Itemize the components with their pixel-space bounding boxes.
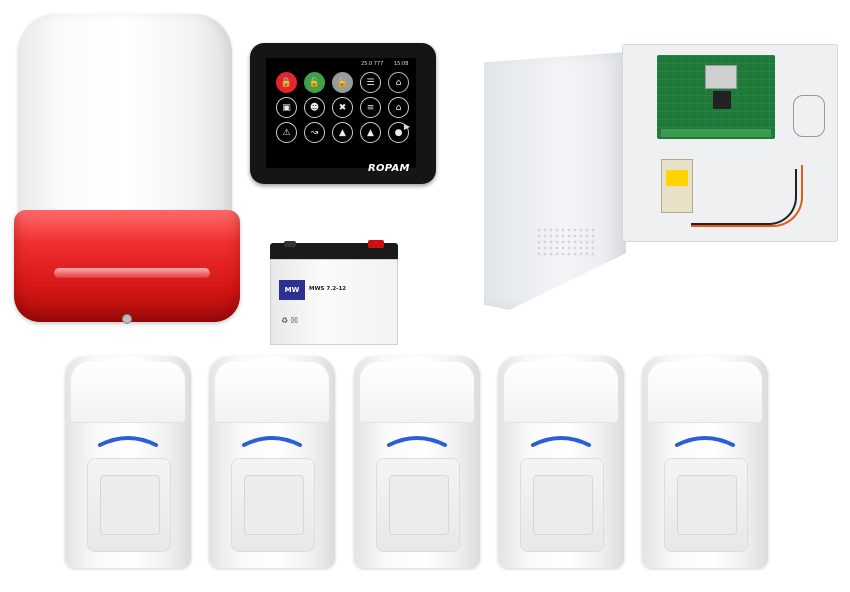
pcb-chip xyxy=(713,91,731,109)
tools-icon: ✖ xyxy=(332,97,353,118)
detector-led-arc xyxy=(242,436,302,447)
siren-red-lens xyxy=(14,210,240,322)
motion-detector-3 xyxy=(354,356,480,568)
warning-icon: ⚠ xyxy=(276,122,297,143)
detector-cover xyxy=(504,362,618,423)
gsm-module xyxy=(705,65,737,89)
door-icon: ▣ xyxy=(276,97,297,118)
detector-lens xyxy=(231,458,315,552)
detector-lens xyxy=(87,458,171,552)
touch-keypad: 25.0 777 15:08 🔒 🔓 🔓 ☰ ⌂ ▣ ☻ ✖ ≡ ⌂ ⚠ ↝ ▲… xyxy=(250,43,436,184)
detector-cover xyxy=(648,362,762,423)
tamper-spring xyxy=(793,95,825,137)
detector-lens xyxy=(376,458,460,552)
detector-cover xyxy=(215,362,329,423)
enclosure-door xyxy=(484,52,626,310)
battery-model: MWS 7.2-12 xyxy=(309,286,347,292)
battery-terminal-negative xyxy=(284,241,296,247)
detector-led-arc xyxy=(387,436,447,447)
battery-brand-logo: MW xyxy=(279,280,305,300)
control-panel-enclosure xyxy=(484,42,840,312)
thermostat-icon: ▲ xyxy=(360,122,381,143)
motion-detector-4 xyxy=(498,356,624,568)
battery-body: MW MWS 7.2-12 ♻ ☒ xyxy=(270,259,398,345)
battery-terminal-positive xyxy=(368,240,384,248)
keypad-time: 15:08 xyxy=(394,61,409,67)
alarm-lock-gray-icon: 🔓 xyxy=(332,72,353,93)
keypad-icon-grid: 🔒 🔓 🔓 ☰ ⌂ ▣ ☻ ✖ ≡ ⌂ ⚠ ↝ ▲ ▲ ● xyxy=(274,70,414,145)
home-icon: ⌂ xyxy=(388,72,409,93)
detector-lens xyxy=(520,458,604,552)
battery: MW MWS 7.2-12 ♻ ☒ xyxy=(270,240,398,345)
alarm-lock-green-icon: 🔓 xyxy=(304,72,325,93)
keypad-screen: 25.0 777 15:08 🔒 🔓 🔓 ☰ ⌂ ▣ ☻ ✖ ≡ ⌂ ⚠ ↝ ▲… xyxy=(266,58,416,168)
detector-led-arc xyxy=(675,436,735,447)
recycle-icon: ♻ ☒ xyxy=(281,316,298,325)
battery-wire-red xyxy=(691,165,803,227)
thermometer-icon: ▲ xyxy=(332,122,353,143)
terminal-block xyxy=(661,129,771,137)
battery-top xyxy=(270,240,398,259)
siren-lens-highlight xyxy=(54,268,210,278)
motion-detector-2 xyxy=(209,356,335,568)
motion-detector-5 xyxy=(642,356,768,568)
chevron-right-icon: ▶ xyxy=(403,122,410,131)
chart-icon: ↝ xyxy=(304,122,325,143)
control-board xyxy=(657,55,775,139)
outdoor-siren xyxy=(14,14,240,324)
drops-icon: ● xyxy=(388,122,409,143)
siren-housing xyxy=(18,14,232,219)
door-vent-slots xyxy=(536,227,596,257)
siren-screw xyxy=(122,314,132,324)
keypad-brand-logo: ROPAM xyxy=(368,163,410,174)
battery-label-text xyxy=(331,326,389,352)
detector-cover xyxy=(71,362,185,423)
detector-led-arc xyxy=(98,436,158,447)
detector-led-arc xyxy=(531,436,591,447)
detector-lens xyxy=(664,458,748,552)
motion-detector-1 xyxy=(65,356,191,568)
keypad-temp: 25.0 777 xyxy=(361,61,384,67)
list-icon: ☰ xyxy=(360,72,381,93)
thermometer-house-icon: ⌂ xyxy=(388,97,409,118)
detector-cover xyxy=(360,362,474,423)
users-icon: ☻ xyxy=(304,97,325,118)
enclosure-cabinet xyxy=(622,44,838,242)
power-supply xyxy=(661,159,693,213)
sliders-icon: ≡ xyxy=(360,97,381,118)
battery-wire-black xyxy=(691,169,797,225)
alarm-lock-icon: 🔒 xyxy=(276,72,297,93)
psu-label xyxy=(666,170,688,186)
